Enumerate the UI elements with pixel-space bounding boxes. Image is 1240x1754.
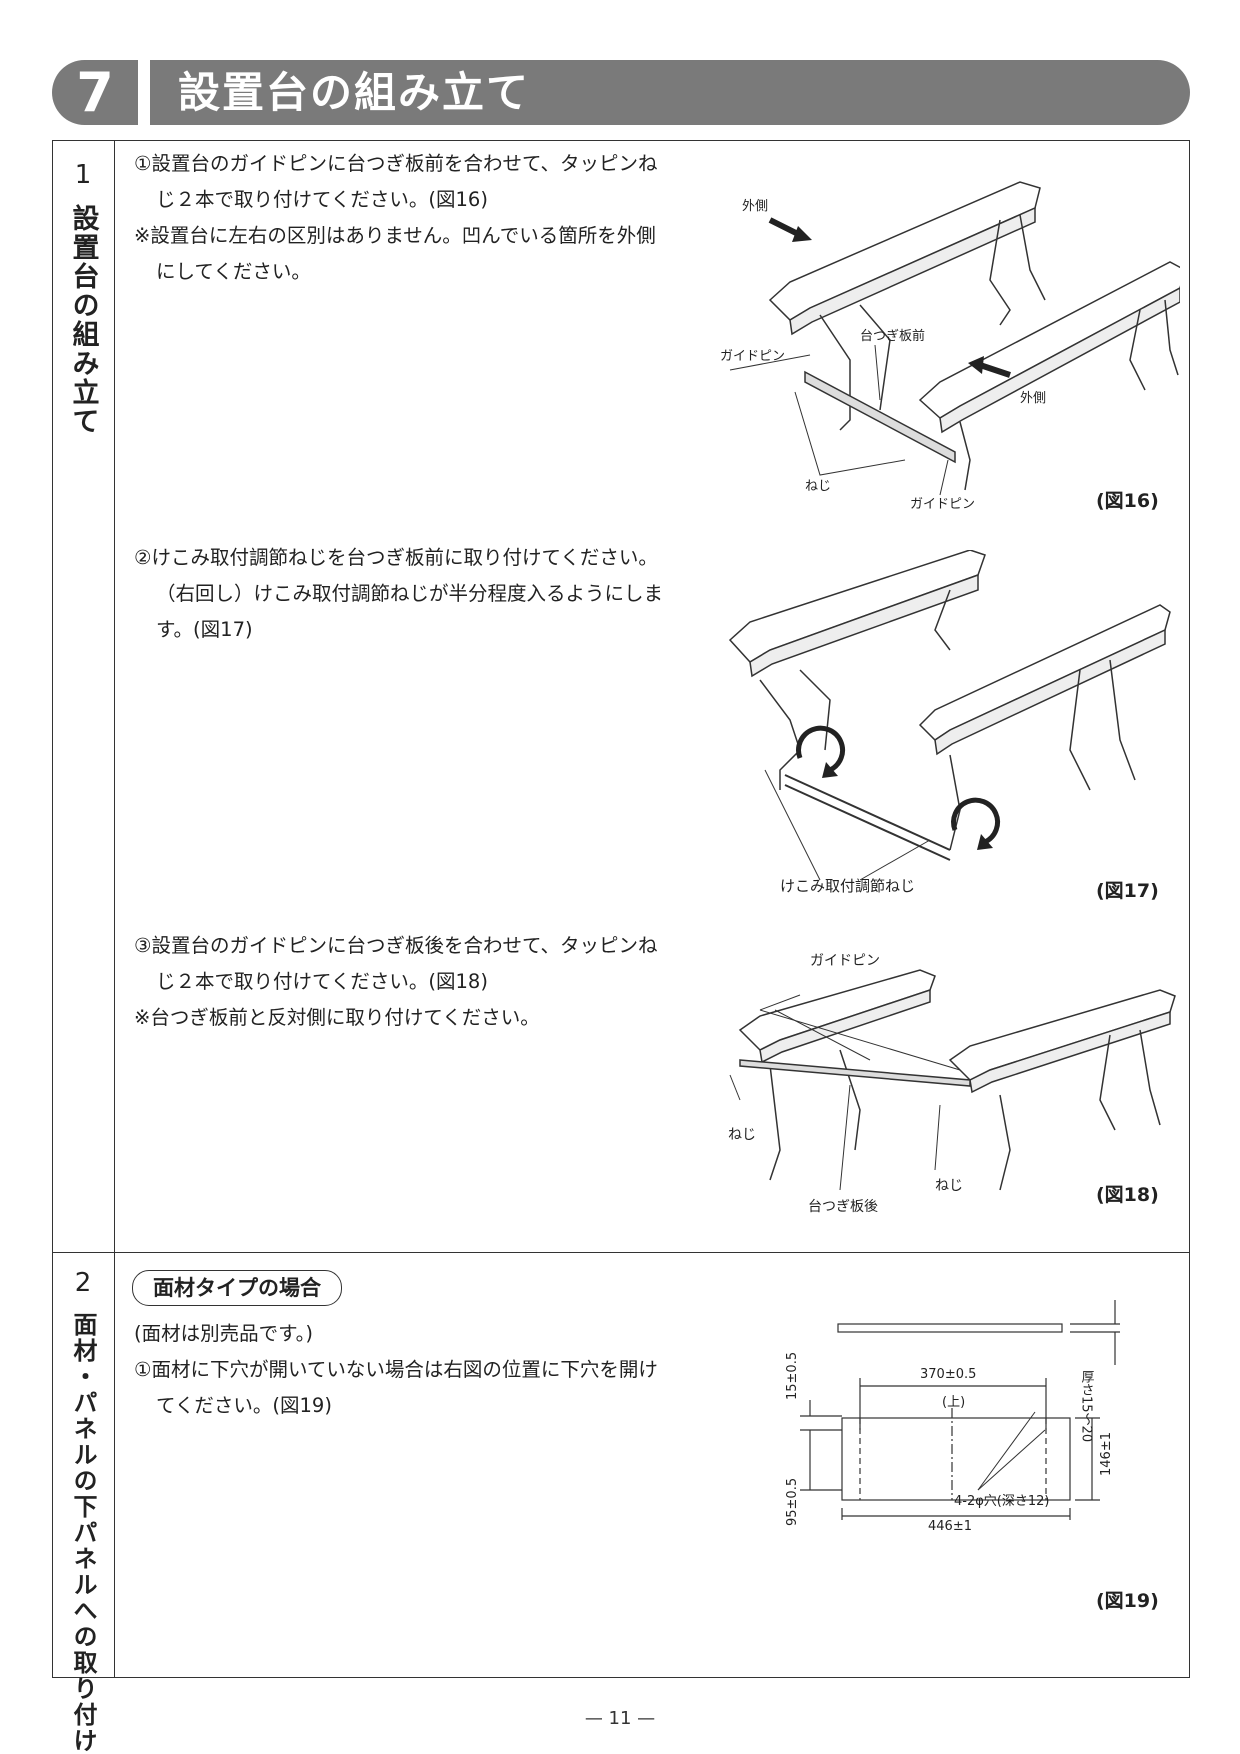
step-1-line-1: ①設置台のガイドピンに台つぎ板前を合わせて、タッピンね (134, 152, 658, 175)
figure-19-drawing: 370±0.5 (上) 4-2φ穴(深さ12) 446±1 15±0.5 95±… (785, 1300, 1120, 1534)
fig16-label-guide-pin-bottom: ガイドピン (910, 497, 975, 512)
figure-17-illustration (728, 550, 1171, 881)
section-2-line-1: (面材は別売品です。) (134, 1322, 314, 1345)
fig18-label-plate-rear: 台つぎ板後 (808, 1199, 878, 1215)
step-2-line-2: （右回し）けこみ取付調節ねじが半分程度入るようにしま (156, 582, 664, 605)
section-1-number: 1 (74, 160, 92, 190)
chapter-title: 設置台の組み立て (178, 68, 531, 117)
figure-18-illustration (729, 969, 1176, 1191)
fig19-dim-95: 95±0.5 (785, 1478, 800, 1526)
figure-16-caption: (図16) (1096, 490, 1159, 512)
frame-divider-horizontal (52, 1252, 1190, 1253)
step-1-text: ①設置台のガイドピンに台つぎ板前を合わせて、タッピンね じ２本で取り付けてくださ… (134, 146, 704, 290)
page-number: — 11 — (584, 1708, 656, 1729)
fig16-label-outer-top: 外側 (742, 199, 768, 214)
fig16-label-outer-right: 外側 (1020, 391, 1046, 406)
chapter-title-bar: 設置台の組み立て (150, 60, 1190, 125)
fig16-label-plate-front: 台つぎ板前 (860, 328, 925, 344)
step-3-line-2: じ２本で取り付けてください。(図18) (156, 970, 488, 993)
section-1-label: 1 設置台の組み立て (52, 160, 114, 436)
section-2-line-2: ①面材に下穴が開いていない場合は右図の位置に下穴を開け (134, 1358, 658, 1381)
figure-16-illustration: 外側 外側 台つぎ板前 ガイドピン ガイドピン ねじ (720, 181, 1180, 512)
step-2-line-1: ②けこみ取付調節ねじを台つぎ板前に取り付けてください。 (134, 546, 658, 569)
fig16-label-guide-pin-left: ガイドピン (720, 349, 785, 364)
section-2-number: 2 (74, 1268, 92, 1298)
step-3-text: ③設置台のガイドピンに台つぎ板後を合わせて、タッピンね じ２本で取り付けてくださ… (134, 928, 704, 1036)
fig19-dim-370: 370±0.5 (920, 1367, 976, 1382)
step-1-note-2: にしてください。 (156, 260, 311, 283)
fig18-label-screw-bottom: ねじ (935, 1178, 963, 1194)
figure-19-caption: (図19) (1096, 1590, 1159, 1612)
fig18-label-guide-pin: ガイドピン (810, 953, 880, 969)
fig19-dim-146: 146±1 (1099, 1432, 1114, 1476)
content-frame (52, 140, 1190, 1678)
step-3-note-1: ※台つぎ板前と反対側に取り付けてください。 (134, 1006, 540, 1029)
figure-18-caption: (図18) (1096, 1184, 1159, 1206)
chapter-number: 7 (52, 60, 138, 125)
figure-17-caption: (図17) (1096, 880, 1159, 902)
section-2-line-3: てください。(図19) (156, 1394, 332, 1417)
step-3-line-1: ③設置台のガイドピンに台つぎ板後を合わせて、タッピンね (134, 934, 658, 957)
fig16-label-screw: ねじ (805, 479, 831, 494)
fig19-label-holes: 4-2φ穴(深さ12) (954, 1494, 1050, 1509)
step-2-text: ②けこみ取付調節ねじを台つぎ板前に取り付けてください。 （右回し）けこみ取付調節… (134, 540, 704, 648)
frame-divider-vertical (114, 140, 115, 1678)
panel-type-pill: 面材タイプの場合 (132, 1270, 342, 1306)
step-1-line-2: じ２本で取り付けてください。(図16) (156, 188, 488, 211)
fig18-label-screw-left: ねじ (728, 1127, 756, 1143)
fig19-label-thickness: 厚さ15～20 (1079, 1370, 1095, 1442)
fig17-label-adjust-screw: けこみ取付調節ねじ (780, 877, 916, 895)
fig19-dim-15: 15±0.5 (785, 1352, 800, 1400)
section-2-label: 2 面材・パネルの下パネルへの取り付け (52, 1268, 114, 1754)
section-2-title: 面材・パネルの下パネルへの取り付け (69, 1312, 97, 1754)
step-1-note-1: ※設置台に左右の区別はありません。凹んでいる箇所を外側 (134, 224, 656, 247)
fig19-dim-446: 446±1 (928, 1519, 972, 1534)
fig19-label-top: (上) (942, 1395, 965, 1410)
section-1-title: 設置台の組み立て (67, 204, 99, 436)
step-2-line-3: す。(図17) (156, 618, 253, 641)
section-2-text: (面材は別売品です。) ①面材に下穴が開いていない場合は右図の位置に下穴を開け … (134, 1316, 704, 1424)
